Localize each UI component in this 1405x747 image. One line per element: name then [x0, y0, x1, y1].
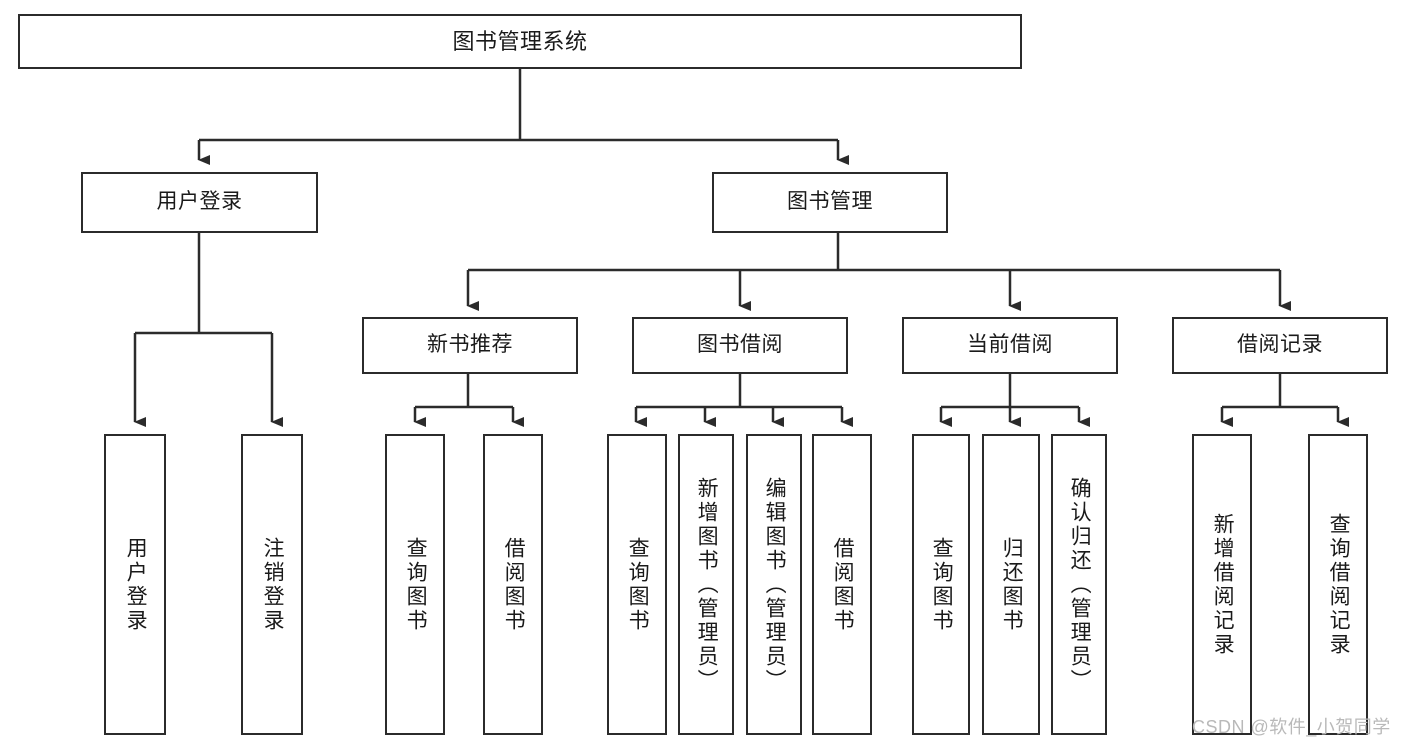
leaf-borrow-add-book-admin[interactable]: 新增图书（管理员）	[678, 434, 734, 735]
node-label: 注销登录	[261, 536, 285, 633]
node-user-login[interactable]: 用户登录	[81, 172, 318, 233]
node-label: 查询借阅记录	[1327, 512, 1351, 657]
node-label: 查询图书	[626, 536, 650, 633]
leaf-borrow-query-book[interactable]: 查询图书	[607, 434, 667, 735]
leaf-new-book-query[interactable]: 查询图书	[385, 434, 445, 735]
node-label: 借阅图书	[502, 536, 526, 633]
node-label: 归还图书	[1000, 536, 1024, 633]
node-borrow-records[interactable]: 借阅记录	[1172, 317, 1388, 374]
node-label: 查询图书	[930, 536, 954, 633]
watermark-text: CSDN @软件_小贺同学	[1192, 717, 1391, 737]
node-label: 图书管理系统	[452, 28, 588, 54]
leaf-current-query-book[interactable]: 查询图书	[912, 434, 970, 735]
leaf-current-return-book[interactable]: 归还图书	[982, 434, 1040, 735]
node-label: 图书管理	[787, 190, 873, 214]
leaf-current-confirm-return-admin[interactable]: 确认归还（管理员）	[1051, 434, 1107, 735]
node-label: 新书推荐	[427, 333, 513, 357]
node-label: 编辑图书（管理员）	[763, 476, 787, 693]
node-label: 当前借阅	[967, 333, 1053, 357]
node-label: 借阅记录	[1237, 333, 1323, 357]
node-root-system[interactable]: 图书管理系统	[18, 14, 1022, 69]
node-new-book-recommend[interactable]: 新书推荐	[362, 317, 578, 374]
node-label: 确认归还（管理员）	[1068, 476, 1092, 693]
node-label: 新增借阅记录	[1211, 512, 1235, 657]
leaf-new-book-borrow[interactable]: 借阅图书	[483, 434, 543, 735]
leaf-user-login-logout[interactable]: 注销登录	[241, 434, 303, 735]
node-label: 图书借阅	[697, 333, 783, 357]
node-book-borrow[interactable]: 图书借阅	[632, 317, 848, 374]
leaf-borrow-borrow-book[interactable]: 借阅图书	[812, 434, 872, 735]
node-label: 借阅图书	[831, 536, 855, 633]
node-label: 新增图书（管理员）	[695, 476, 719, 693]
leaf-records-query-record[interactable]: 查询借阅记录	[1308, 434, 1368, 735]
node-label: 用户登录	[124, 536, 148, 633]
node-label: 查询图书	[404, 536, 428, 633]
node-book-management[interactable]: 图书管理	[712, 172, 948, 233]
leaf-records-add-record[interactable]: 新增借阅记录	[1192, 434, 1252, 735]
leaf-borrow-edit-book-admin[interactable]: 编辑图书（管理员）	[746, 434, 802, 735]
leaf-user-login-login[interactable]: 用户登录	[104, 434, 166, 735]
node-label: 用户登录	[156, 190, 243, 214]
node-current-borrow[interactable]: 当前借阅	[902, 317, 1118, 374]
